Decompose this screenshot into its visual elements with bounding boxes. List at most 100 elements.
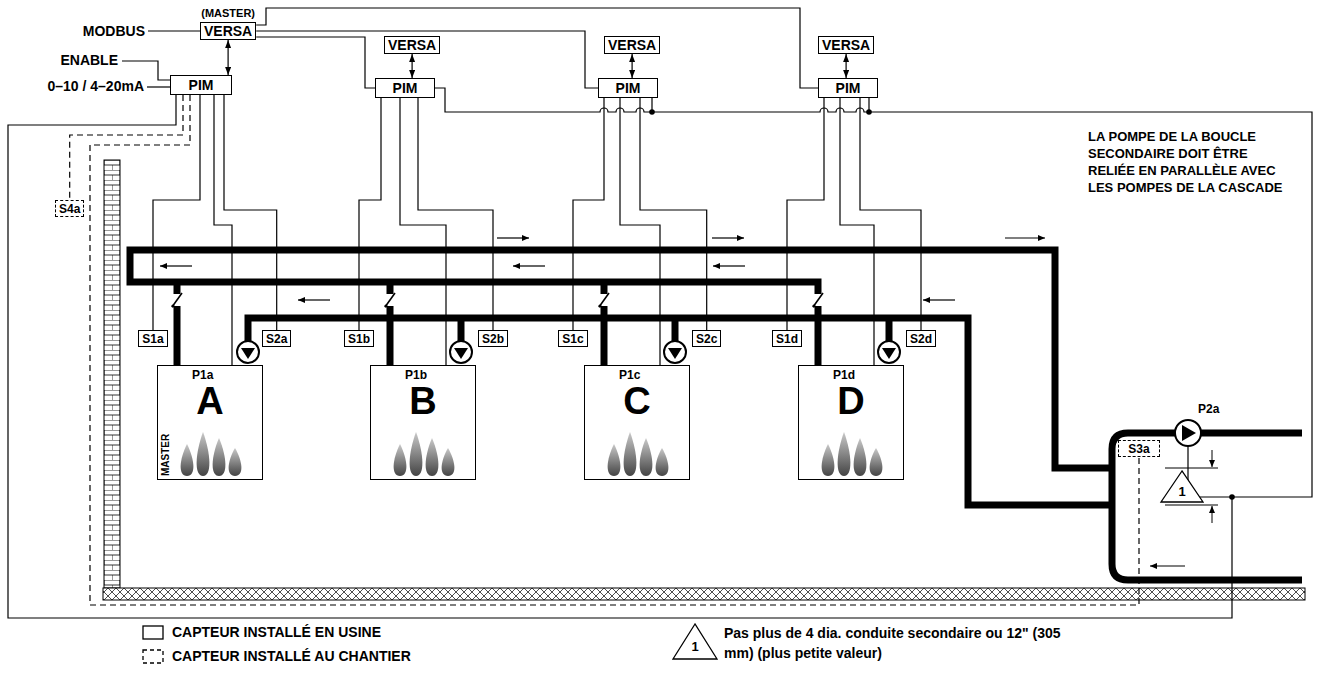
controller-box: PIM	[170, 75, 232, 95]
pipes	[130, 250, 1302, 580]
modbus-wire	[148, 30, 200, 31]
pump-wire	[652, 98, 869, 112]
wall	[104, 160, 120, 588]
sensor-box: S4a	[55, 200, 84, 217]
signal-wire	[90, 95, 1139, 605]
pump-arrow	[241, 348, 255, 359]
pump-arrow	[454, 348, 468, 359]
pump-label: P1b	[405, 368, 427, 382]
sensor-box: S1d	[772, 330, 802, 347]
signal-wire	[359, 98, 381, 330]
sensor-box: S3a	[1118, 440, 1160, 457]
controller-box: (MASTER)VERSA	[200, 22, 256, 40]
pump-body	[237, 341, 259, 363]
pump-label: P1c	[619, 368, 640, 382]
boiler-letter: A	[158, 382, 262, 420]
analog-wire	[147, 86, 170, 87]
junction-dot	[649, 109, 655, 115]
master-tag: MASTER	[161, 434, 171, 476]
check-valve-gap	[814, 294, 823, 306]
burner-flames	[181, 432, 883, 476]
controller-box: VERSA	[384, 36, 440, 54]
flame	[442, 448, 455, 476]
boiler-letter: B	[371, 382, 475, 420]
signal-wire	[153, 95, 200, 330]
check-valve	[599, 293, 609, 307]
sensor-box: S2c	[692, 330, 721, 347]
dimension-arrow	[1212, 450, 1213, 467]
junction-dot	[866, 109, 872, 115]
check-valve-gap	[600, 294, 609, 306]
flame	[838, 432, 851, 476]
pump-label: P1a	[192, 368, 213, 382]
controller-box: VERSA	[604, 36, 660, 54]
pump-body	[878, 341, 900, 363]
callout-number: 1	[1172, 484, 1192, 499]
sensor-box: S2b	[478, 330, 508, 347]
node-text: PIM	[189, 77, 214, 93]
boiler-letter: C	[585, 382, 689, 420]
node-text: S2d	[910, 332, 932, 346]
legend-sample	[143, 626, 163, 639]
node-text: PIM	[836, 80, 861, 96]
controller-box: PIM	[375, 78, 435, 98]
return-pipe	[248, 318, 1112, 505]
pump-wire	[840, 98, 874, 365]
pump-wire	[8, 95, 1232, 618]
flame	[410, 432, 423, 476]
extension-line	[1165, 468, 1218, 469]
sensor-box: S1b	[344, 330, 374, 347]
sensor-box: S1a	[138, 330, 168, 347]
legend-text: CAPTEUR INSTALLÉ EN USINE	[172, 624, 381, 641]
pump-arrow	[668, 348, 682, 359]
signal-name: MODBUS	[40, 23, 145, 39]
callout-triangle	[1161, 471, 1203, 502]
signal-wire	[412, 54, 413, 78]
boiler-box: C	[584, 365, 690, 480]
flame	[608, 444, 621, 476]
junction-dot	[1229, 494, 1235, 500]
flame	[640, 438, 653, 476]
callout-triangle	[673, 624, 717, 659]
signal-name: ENABLE	[30, 52, 118, 68]
check-valve-pivot	[171, 304, 174, 307]
pump-arrow	[1182, 425, 1196, 441]
flow-arrow	[712, 237, 744, 238]
node-text: S2c	[696, 332, 717, 346]
flow-arrow	[497, 237, 529, 238]
pump-arrow	[882, 348, 896, 359]
controller-box: VERSA	[818, 36, 874, 54]
flame	[426, 438, 439, 476]
node-text: VERSA	[822, 37, 870, 53]
node-text: PIM	[393, 80, 418, 96]
dimension	[1161, 450, 1218, 523]
signal-name: 0–10 / 4–20mA	[20, 78, 144, 94]
flame	[229, 448, 242, 476]
node-text: VERSA	[608, 37, 656, 53]
sensor-box: S1c	[558, 330, 588, 347]
secondary-pump	[1175, 420, 1201, 446]
signal-wire	[787, 98, 824, 330]
flow-arrow	[160, 265, 192, 266]
pump-body	[664, 341, 686, 363]
boiler-box: A MASTER	[157, 365, 263, 480]
check-valves	[171, 293, 823, 308]
check-valve	[172, 293, 182, 307]
sensor-box: S2d	[906, 330, 936, 347]
check-valve-gap	[173, 294, 182, 306]
signal-wire	[418, 98, 493, 330]
floor	[103, 588, 1305, 600]
check-valve-pivot	[812, 304, 815, 307]
controller-box: PIM	[818, 78, 878, 98]
flame	[624, 432, 637, 476]
signal-wire	[256, 8, 818, 88]
signal-wire	[256, 37, 375, 88]
node-text: S1a	[142, 332, 163, 346]
node-text: PIM	[616, 80, 641, 96]
check-valve	[385, 293, 395, 307]
secondary-loop	[1112, 433, 1302, 580]
pump-body	[1175, 420, 1201, 446]
callout-number: 1	[685, 639, 705, 654]
pump-wire	[214, 95, 232, 365]
